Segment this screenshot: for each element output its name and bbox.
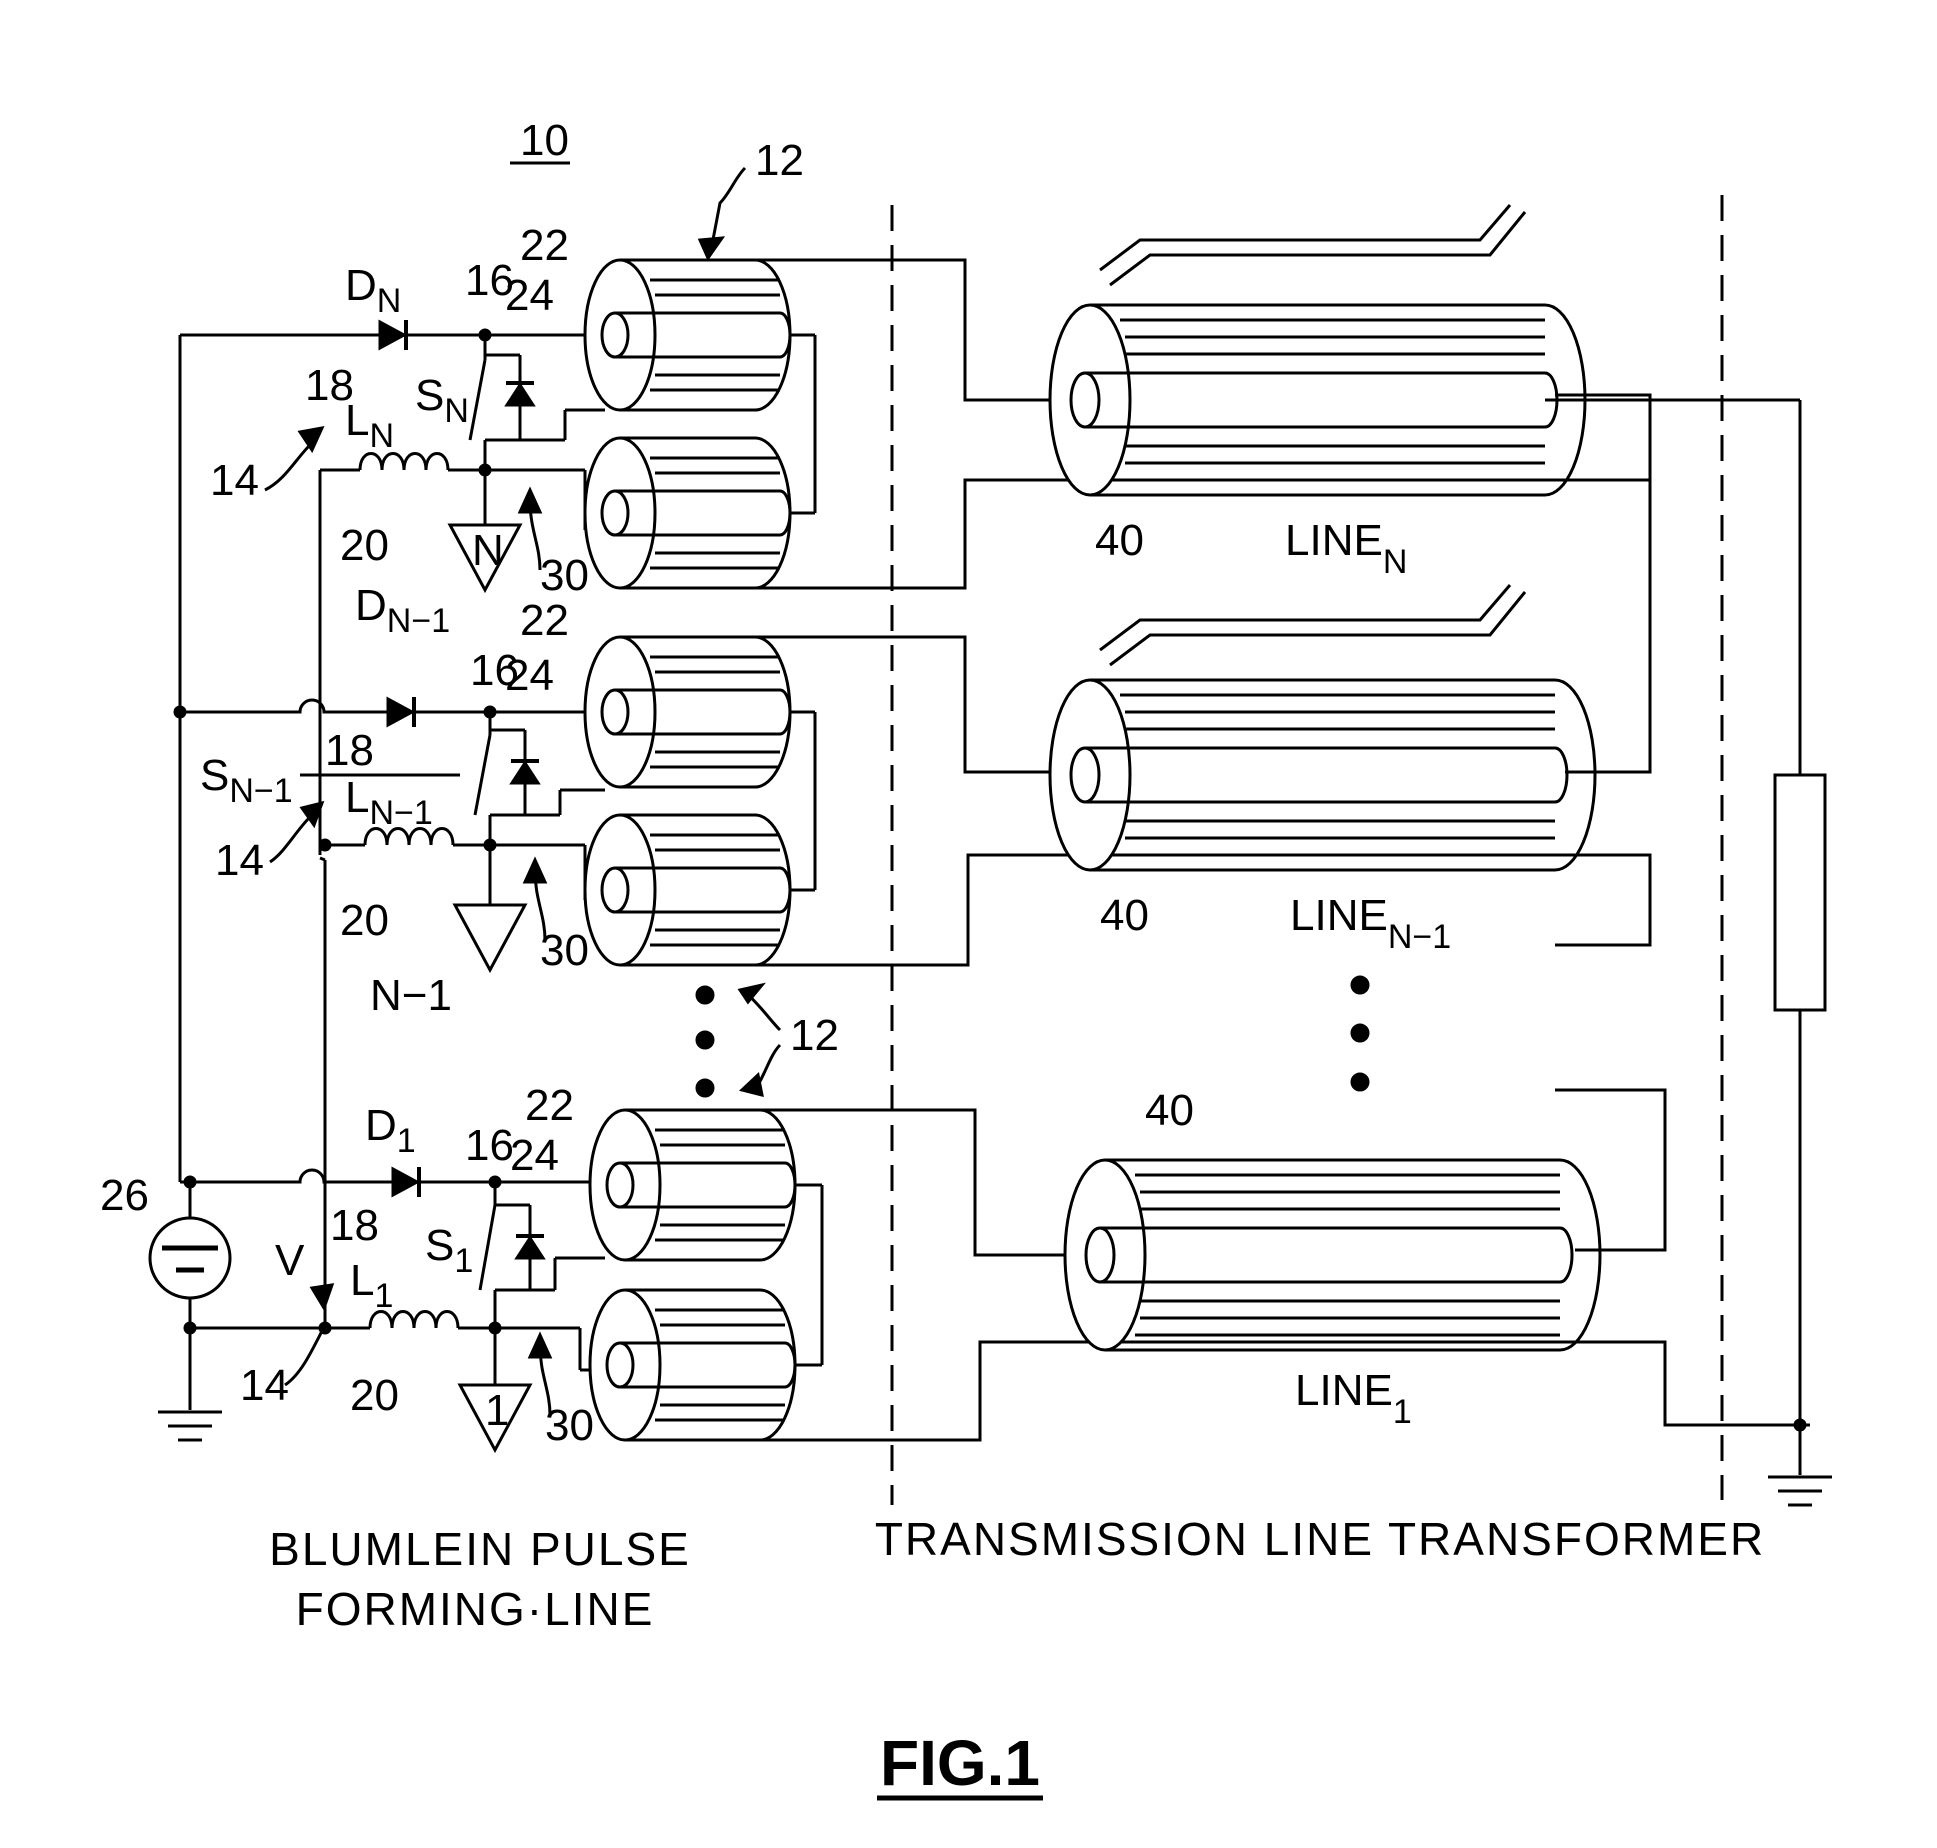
caption-blumlein-2: FORMING·LINE	[296, 1583, 655, 1635]
diode-n1-label: DN−1	[355, 581, 450, 640]
ref-16-n1: 16	[470, 646, 519, 695]
inductor-1-label: L1	[350, 1256, 393, 1315]
ref-14-1: 14	[240, 1361, 289, 1410]
diode-1-letter: D	[365, 1101, 397, 1150]
trigger-1-label: 1	[485, 1386, 509, 1435]
ref-22-1: 22	[525, 1081, 574, 1130]
inductor-n1-letter: L	[345, 773, 369, 822]
inductor-1-sub: 1	[374, 1277, 393, 1315]
line-n-label: LINEN	[1285, 516, 1407, 581]
tlt-line-n1	[1050, 585, 1595, 870]
interconnect	[620, 260, 1810, 1440]
ref-40-1: 40	[1145, 1086, 1194, 1135]
switch-1-sub: 1	[454, 1242, 473, 1280]
ref-16-1: 16	[465, 1121, 514, 1170]
switch-1-letter: S	[425, 1221, 454, 1270]
line-1-name: LINE	[1295, 1366, 1393, 1415]
ref-40-n: 40	[1095, 516, 1144, 565]
ref-18-n1: 18	[325, 726, 374, 775]
ref-10: 10	[520, 116, 569, 165]
trigger-n-label: N	[472, 526, 504, 575]
line-1-label: LINE1	[1295, 1366, 1412, 1431]
blumlein-coax-1	[590, 1110, 822, 1440]
diode-n-label: DN	[345, 261, 401, 320]
ref-20-n1: 20	[340, 896, 389, 945]
tlt-line-1	[1065, 1160, 1600, 1350]
ref-20-n: 20	[340, 521, 389, 570]
stage-n	[180, 320, 605, 590]
ref-22-n1: 22	[520, 596, 569, 645]
line-n1-label: LINEN−1	[1290, 891, 1451, 956]
caption-tlt: TRANSMISSION LINE TRANSFORMER	[875, 1513, 1765, 1565]
inductor-n-sub: N	[369, 417, 394, 455]
ref-30-1: 30	[545, 1401, 594, 1450]
line-n1-sub: N−1	[1388, 918, 1451, 956]
switch-n-label: SN	[415, 371, 469, 430]
ref-14-n: 14	[210, 456, 259, 505]
trigger-n1-label: N−1	[370, 971, 452, 1020]
ref-12-top: 12	[755, 136, 804, 185]
tlt-line-n	[1050, 205, 1800, 495]
line-1-sub: 1	[1393, 1393, 1412, 1431]
ref-30-n1: 30	[540, 926, 589, 975]
ref-20-1: 20	[350, 1371, 399, 1420]
caption-blumlein-1: BLUMLEIN PULSE	[269, 1523, 691, 1575]
switch-n-letter: S	[415, 371, 444, 420]
inductor-n-label: LN	[345, 396, 394, 455]
ref-12-mid: 12	[790, 1011, 839, 1060]
line-n1-name: LINE	[1290, 891, 1388, 940]
line-labels: LINEN LINEN−1 LINE1	[1285, 516, 1451, 1431]
switch-n1-sub: N−1	[229, 772, 292, 810]
diode-n1-letter: D	[355, 581, 387, 630]
inductor-n-letter: L	[345, 396, 369, 445]
blumlein-coax-n	[585, 260, 815, 588]
diode-n-letter: D	[345, 261, 377, 310]
power-supply	[150, 1182, 230, 1328]
ref-40-n1: 40	[1100, 891, 1149, 940]
diode-1-sub: 1	[397, 1122, 416, 1160]
ref-16-n: 16	[465, 256, 514, 305]
line-n-sub: N	[1383, 543, 1408, 581]
blumlein-coax-n1	[585, 637, 815, 965]
ref-22-n: 22	[520, 221, 569, 270]
ref-26: 26	[100, 1171, 149, 1220]
diode-n1-sub: N−1	[387, 602, 450, 640]
diode-1-label: D1	[365, 1101, 416, 1160]
switch-n-sub: N	[444, 392, 469, 430]
diode-n-sub: N	[377, 282, 402, 320]
switch-n1-letter: S	[200, 751, 229, 800]
inductor-n1-sub: N−1	[369, 794, 432, 832]
load-resistor	[1768, 400, 1832, 1505]
inductor-n1-label: LN−1	[345, 773, 433, 832]
ref-30-n: 30	[540, 551, 589, 600]
line-n-name: LINE	[1285, 516, 1383, 565]
voltage-label: V	[275, 1236, 305, 1285]
switch-1-label: S1	[425, 1221, 473, 1280]
figure-label: FIG.1	[880, 1727, 1040, 1799]
ref-18-1: 18	[330, 1201, 379, 1250]
inductor-1-letter: L	[350, 1256, 374, 1305]
ref-14-n1: 14	[215, 836, 264, 885]
captions: BLUMLEIN PULSE FORMING·LINE TRANSMISSION…	[269, 1513, 1765, 1799]
switch-n1-label: SN−1	[200, 751, 293, 810]
ref-24-1: 24	[510, 1131, 559, 1180]
